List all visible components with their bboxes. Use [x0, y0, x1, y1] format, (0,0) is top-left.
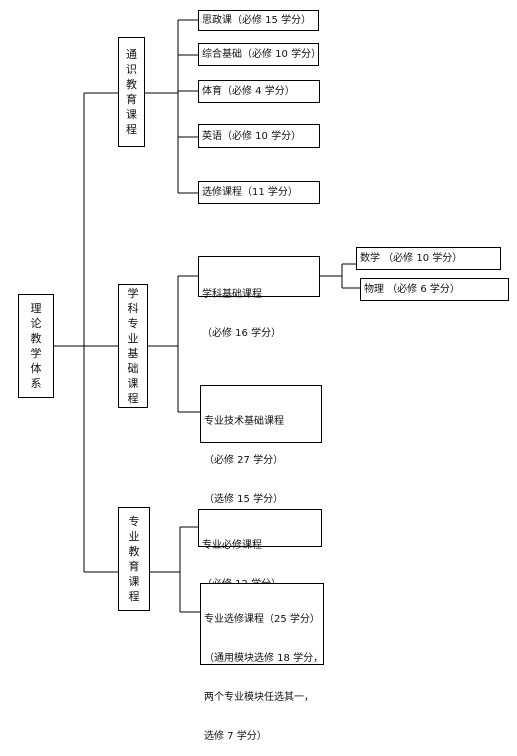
node-label-char: 系 — [30, 377, 42, 390]
node-label-char: 程 — [126, 123, 137, 136]
course-box: 英语（必修 10 学分） — [198, 124, 320, 148]
node-label-char: 教 — [30, 332, 42, 345]
course-text: 思政课（必修 15 学分） — [202, 15, 312, 26]
node-label-char: 学 — [30, 347, 42, 360]
node-label-char: 理 — [30, 302, 42, 315]
course-text: 学科基础课程 — [202, 289, 262, 300]
category-node-discipline-foundation: 学科专业基础课程 — [118, 284, 148, 408]
node-label-char: 专 — [127, 317, 139, 330]
course-box: 学科基础课程 （必修 16 学分） — [198, 256, 320, 339]
subcourse-box: 物理 （必修 6 学分） — [360, 278, 509, 301]
course-box: 综合基础（必修 10 学分） — [198, 43, 322, 66]
course-text: （选修 15 学分） — [204, 494, 284, 505]
node-label-char: 识 — [126, 63, 137, 76]
course-box: 体育（必修 4 学分） — [198, 80, 320, 103]
course-text: （必修 27 学分） — [204, 455, 284, 466]
node-label-char: 课 — [127, 377, 139, 390]
node-label-char: 专 — [128, 515, 140, 528]
course-text: 专业技术基础课程 — [204, 416, 284, 427]
node-label-char: 业 — [127, 332, 139, 345]
node-label-char: 体 — [30, 362, 42, 375]
course-text: 选修课程（11 学分） — [202, 187, 298, 198]
node-label-char: 学 — [127, 287, 139, 300]
course-box: 专业选修课程（25 学分） （通用模块选修 18 学分， 两个专业模块任选其一，… — [200, 583, 324, 742]
course-box: 专业必修课程 （必修 12 学分） — [198, 509, 322, 590]
node-label-char: 科 — [127, 302, 139, 315]
node-label-char: 基 — [127, 347, 139, 360]
course-box: 思政课（必修 15 学分） — [198, 10, 319, 31]
course-text: 综合基础（必修 10 学分） — [202, 49, 322, 60]
root-node: 理论教学体系 — [18, 294, 54, 398]
node-label-char: 育 — [128, 560, 140, 573]
subcourse-box: 数学 （必修 10 学分） — [356, 247, 501, 270]
node-label-char: 通 — [126, 48, 137, 61]
course-text: 两个专业模块任选其一， — [204, 692, 314, 703]
category-node-professional-education: 专业教育课程 — [118, 507, 150, 611]
node-label-char: 业 — [128, 530, 140, 543]
node-label-char: 程 — [127, 392, 139, 405]
course-text: 体育（必修 4 学分） — [202, 86, 295, 97]
node-label-char: 教 — [128, 545, 140, 558]
course-box: 选修课程（11 学分） — [198, 181, 320, 204]
course-text: 数学 （必修 10 学分） — [360, 253, 463, 264]
course-text: 英语（必修 10 学分） — [202, 130, 302, 142]
node-label-char: 础 — [127, 362, 139, 375]
category-node-general-education: 通识教育课程 — [118, 37, 145, 147]
course-text: 专业必修课程 — [202, 540, 262, 551]
node-label-char: 课 — [128, 575, 140, 588]
course-text: 物理 （必修 6 学分） — [364, 284, 460, 295]
node-label-char: 程 — [128, 590, 140, 603]
course-box: 专业技术基础课程 （必修 27 学分） （选修 15 学分） — [200, 385, 322, 505]
course-text: （通用模块选修 18 学分， — [204, 653, 324, 664]
node-label-char: 教 — [126, 78, 137, 91]
node-label-char: 育 — [126, 93, 137, 106]
course-text: 专业选修课程（25 学分） — [204, 614, 320, 625]
connector-lines — [54, 19, 360, 613]
node-label-char: 课 — [126, 108, 137, 121]
course-text: （必修 16 学分） — [202, 328, 282, 339]
course-text: 选修 7 学分） — [204, 731, 267, 742]
node-label-char: 论 — [30, 317, 42, 330]
